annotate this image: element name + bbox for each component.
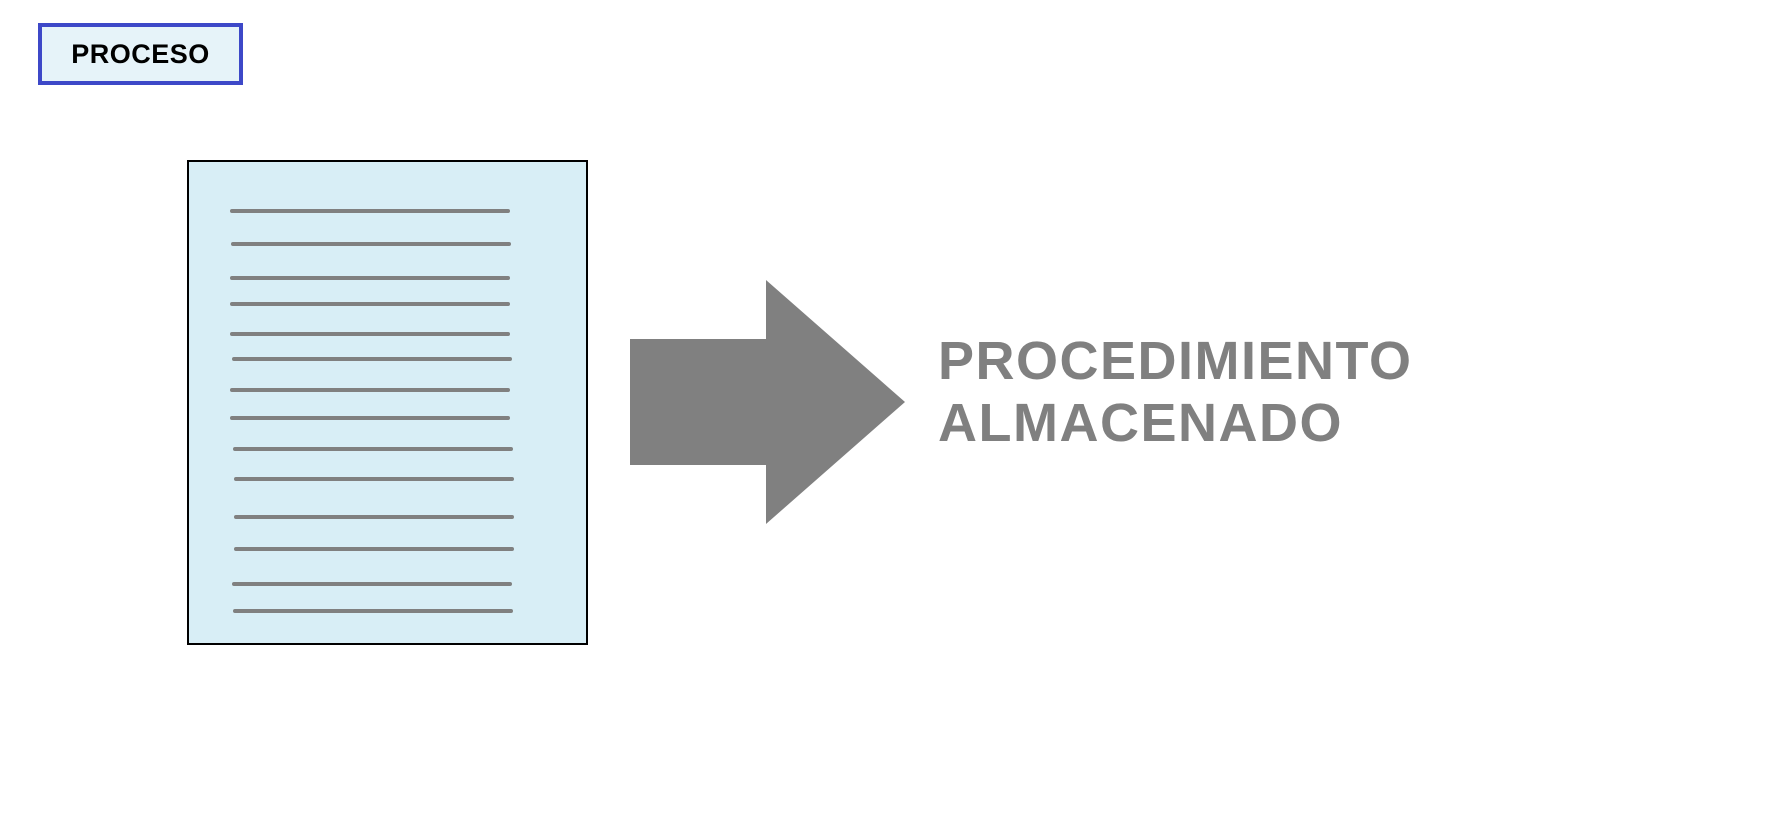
document-text-line [234,477,514,481]
document-text-line [230,276,510,280]
result-label-line1: PROCEDIMIENTO [938,331,1413,391]
title-label: PROCESO [71,38,210,69]
document-text-line [232,582,512,586]
document-text-line [233,609,513,613]
arrow-right-icon [630,280,905,524]
arrow-shape [630,280,905,524]
document-text-line [230,388,510,392]
document-text-line [234,515,514,519]
document-text-line [230,209,510,213]
document-text-line [231,242,511,246]
document-text-line [232,357,512,361]
document-text-line [230,416,510,420]
result-label: PROCEDIMIENTO ALMACENADO [938,330,1413,454]
document-text-line [230,302,510,306]
document-text-line [233,447,513,451]
document-text-line [230,332,510,336]
title-box: PROCESO [38,23,243,85]
result-label-line2: ALMACENADO [938,393,1343,453]
document-text-line [234,547,514,551]
document-icon [187,160,588,645]
